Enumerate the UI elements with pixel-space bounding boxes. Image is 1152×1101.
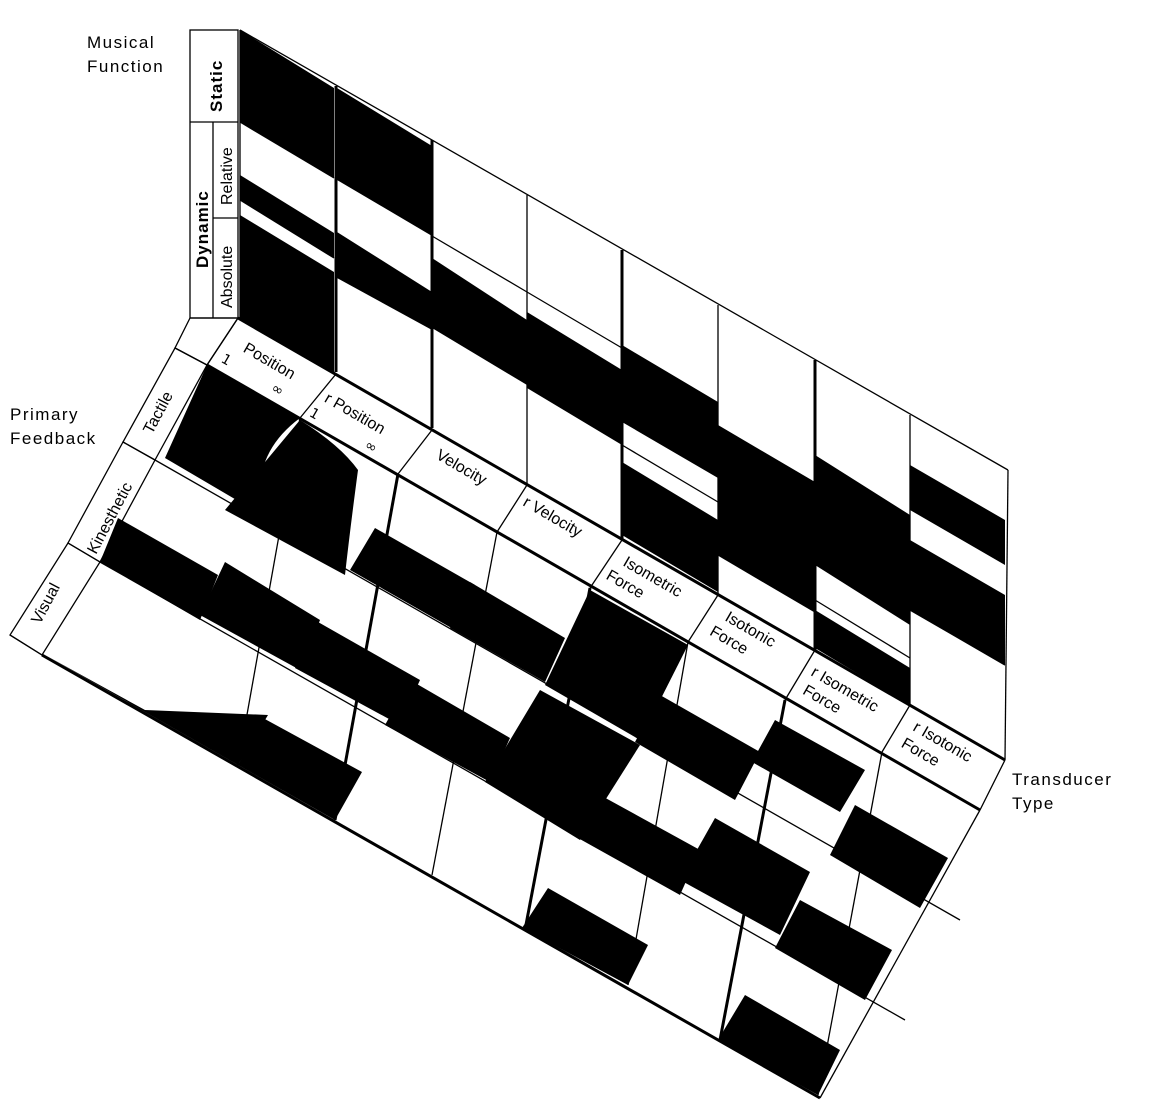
- feedback-cell-position-kinesthetic: [100, 518, 218, 620]
- feedback-cell-isotonic-kinesthetic: [578, 795, 700, 895]
- transducer-header-risotonic: r Isotonic Force: [898, 719, 974, 771]
- visual-label: Visual: [29, 581, 64, 627]
- static-label: Static: [207, 60, 226, 112]
- feedback-cell-rvelocity-tactile: [450, 582, 565, 682]
- feedback-cell-rvelocity-kinesthetic: [385, 680, 510, 782]
- feedback-cell-rposition-kinesthetic: [200, 562, 320, 670]
- function-cell-isometric-relative: [622, 462, 718, 592]
- feedback-cell-risotonic-kinesthetic: [775, 900, 892, 1000]
- feedback-cell-rposition-tactile: [225, 420, 358, 575]
- transducer-type-label-line1: Transducer: [1012, 770, 1112, 789]
- feedback-cell-velocity-kinesthetic: [295, 622, 420, 725]
- function-plane: [189, 29, 1009, 761]
- feedback-cell-isotonic-tactile: [635, 695, 760, 800]
- function-cell-velocity-absolute: [432, 258, 527, 385]
- transducer-label-velocity: Velocity: [433, 447, 489, 489]
- function-cell-rposition-static: [337, 88, 432, 236]
- function-cell-rposition-absolute: [337, 232, 432, 330]
- absolute-label: Absolute: [219, 246, 236, 308]
- feedback-cell-isometric-tactile: [545, 590, 688, 740]
- feedback-cell-risometric-tactile: [752, 720, 865, 812]
- primary-feedback-label-line1: Primary: [10, 405, 79, 424]
- feedback-plane: [9, 316, 1006, 1100]
- musical-function-label-line1: Musical: [87, 33, 155, 52]
- function-cell-risometric-absolute: [815, 455, 910, 625]
- feedback-cell-risometric-visual: [718, 995, 840, 1095]
- musical-function-label-line2: Function: [87, 57, 164, 76]
- position-end-one: 1: [218, 351, 234, 369]
- function-cell-rvelocity-absolute: [527, 312, 622, 445]
- function-cell-position-absolute: [240, 215, 334, 372]
- feedback-cell-velocity-tactile: [350, 528, 475, 630]
- function-cell-risotonic-absolute: [910, 465, 1005, 565]
- position-end-infinity: ∞: [268, 380, 286, 400]
- dynamic-label: Dynamic: [193, 190, 212, 268]
- feedback-cell-position-visual: [45, 655, 268, 765]
- feedback-cell-risotonic-tactile: [830, 805, 948, 908]
- rposition-end-infinity: ∞: [362, 437, 380, 457]
- feedback-cell-rposition-visual: [238, 718, 362, 820]
- feedback-cell-position-tactile: [165, 365, 300, 515]
- primary-feedback-label-line2: Feedback: [10, 429, 97, 448]
- relative-label: Relative: [219, 147, 236, 205]
- transducer-type-label-line2: Type: [1012, 794, 1055, 813]
- feedback-cell-isometric-visual: [522, 888, 648, 985]
- function-cell-isotonic-absolute: [718, 425, 815, 612]
- function-cell-isometric-absolute: [622, 345, 718, 478]
- function-cell-risotonic-relative: [910, 540, 1005, 665]
- function-cell-risometric-relative: [815, 610, 910, 705]
- feedback-cell-risometric-kinesthetic: [680, 818, 810, 935]
- function-cell-position-static: [240, 30, 334, 178]
- function-cell-position-relative-b: [240, 175, 334, 258]
